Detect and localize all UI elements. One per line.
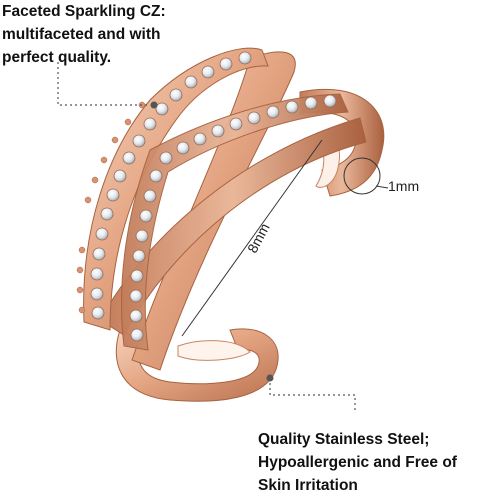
height-dimension-line: [181, 139, 323, 337]
bottom-callout-dot: [266, 374, 274, 382]
band-width-label: 1mm: [388, 178, 420, 194]
stone-callout-line-2: multifaceted and with: [2, 26, 161, 43]
stone-callout-line-3: perfect quality.: [2, 49, 112, 66]
material-feature-callout: Quality Stainless Steel; Hypoallergenic …: [258, 428, 481, 497]
top-callout-dot: [150, 101, 158, 109]
stones-cross-band: [129, 94, 337, 342]
ring-stone-band-2: [121, 93, 349, 351]
material-callout-line-2: Hypoallergenic and Free of: [258, 454, 457, 471]
stone-callout-line-1: Faceted Sparkling CZ:: [2, 3, 166, 20]
bead-edge: [76, 101, 146, 314]
width-dimension-marker: [343, 157, 381, 195]
material-callout-line-1: Quality Stainless Steel;: [258, 431, 430, 448]
stones-left-arc: [90, 51, 252, 320]
material-callout-line-3: Skin Irritation: [258, 477, 358, 494]
bottom-callout-leader: [269, 378, 356, 410]
ring-back-band: [299, 88, 385, 197]
stone-feature-callout: Faceted Sparkling CZ: multifaceted and w…: [2, 0, 252, 69]
